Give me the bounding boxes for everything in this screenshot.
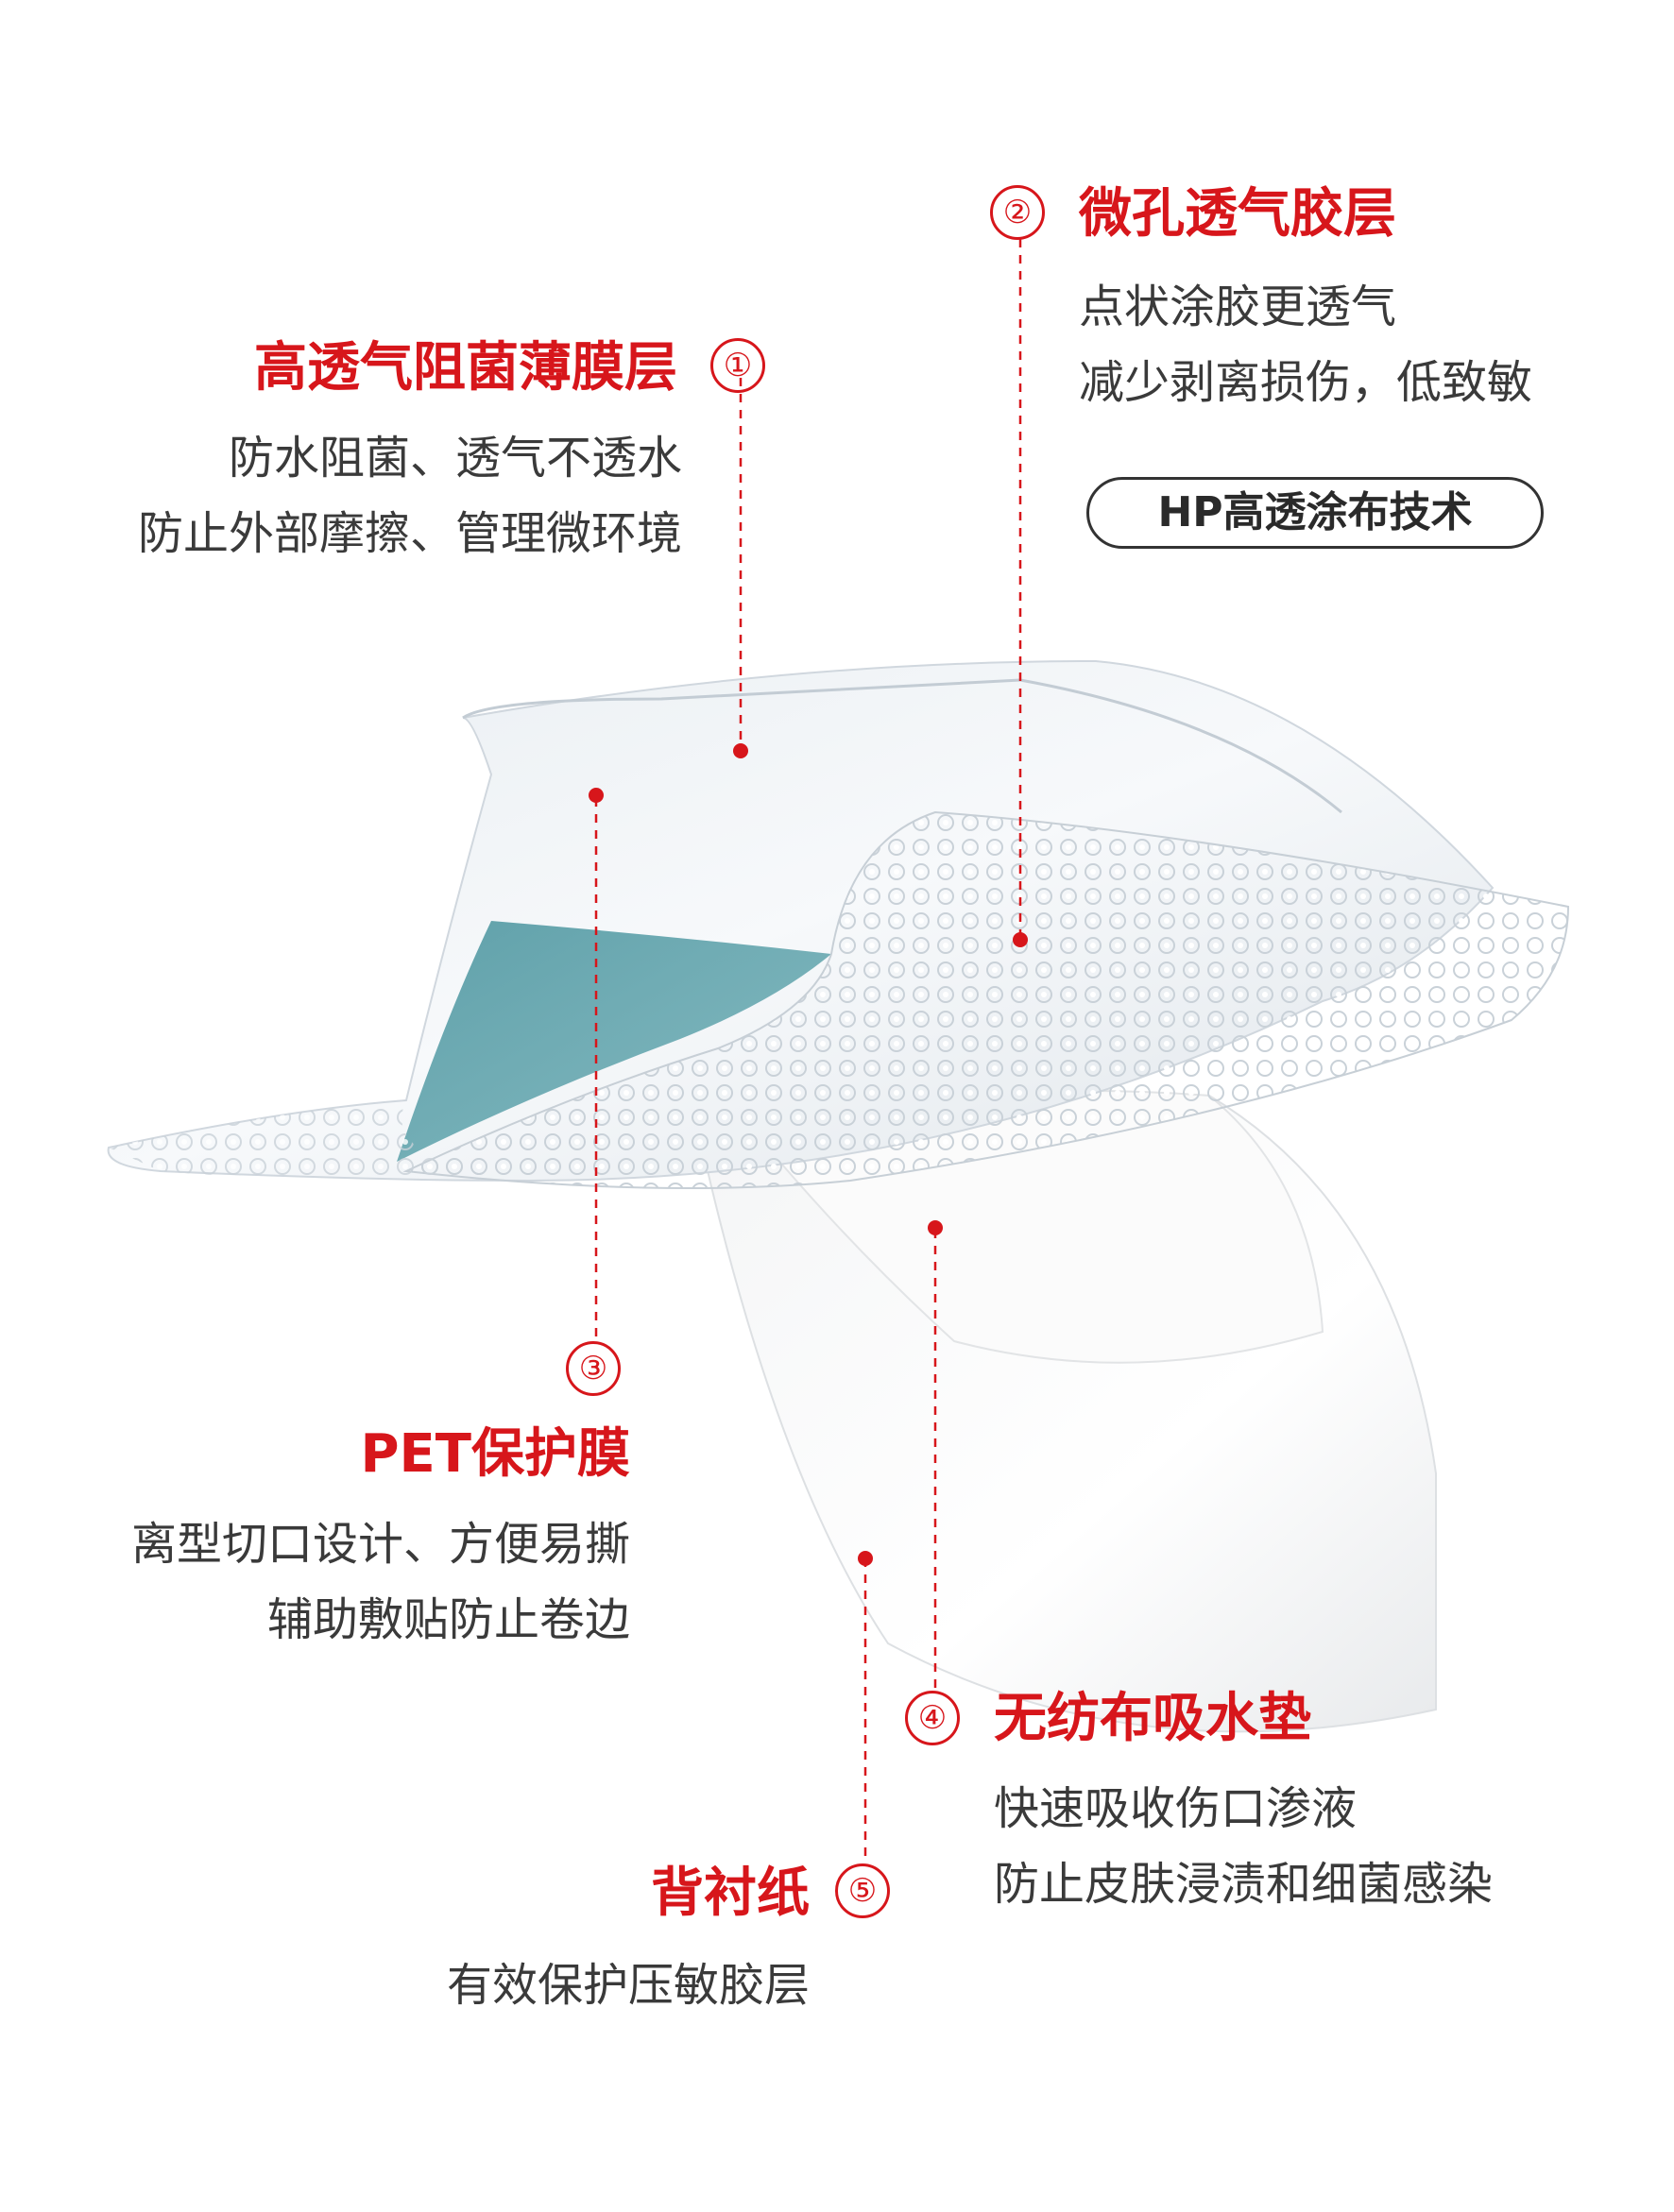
- layer-1-desc-line-2: 防止外部摩擦、管理微环境: [137, 507, 682, 560]
- layer-2-desc-line-1: 点状涂胶更透气: [1079, 281, 1397, 333]
- layer-5-title: 背衬纸: [651, 1863, 810, 1924]
- pad-edge-teal: [397, 921, 831, 1162]
- layer-5-number: ⑤: [835, 1863, 890, 1918]
- layer-4-number: ④: [905, 1691, 960, 1745]
- layer-4-desc-line-1: 快速吸收伤口渗液: [994, 1782, 1358, 1835]
- layer-5-desc-line-1: 有效保护压敏胶层: [446, 1959, 810, 2012]
- layer-3-desc-line-1: 离型切口设计、方便易撕: [130, 1518, 630, 1571]
- layer-1-title: 高透气阻菌薄膜层: [254, 337, 677, 399]
- layer-1-number: ①: [710, 338, 765, 393]
- layer-3-title: PET保护膜: [360, 1423, 631, 1485]
- layer-3-number: ③: [566, 1341, 621, 1396]
- layer-2-title: 微孔透气胶层: [1079, 183, 1396, 245]
- adhesive-layer: [402, 810, 1570, 1189]
- layer-2-number: ②: [990, 185, 1045, 240]
- layer-1-desc-line-1: 防水阻菌、透气不透水: [228, 432, 682, 485]
- layer-3-desc-line-2: 辅助敷贴防止卷边: [266, 1593, 630, 1646]
- technology-badge: HP高透涂布技术: [1086, 477, 1544, 549]
- layer-4-desc-line-2: 防止皮肤浸渍和细菌感染: [994, 1858, 1494, 1911]
- layer-4-title: 无纺布吸水垫: [994, 1688, 1311, 1749]
- layer-2-desc-line-2: 减少剥离损伤，低致敏: [1079, 356, 1533, 409]
